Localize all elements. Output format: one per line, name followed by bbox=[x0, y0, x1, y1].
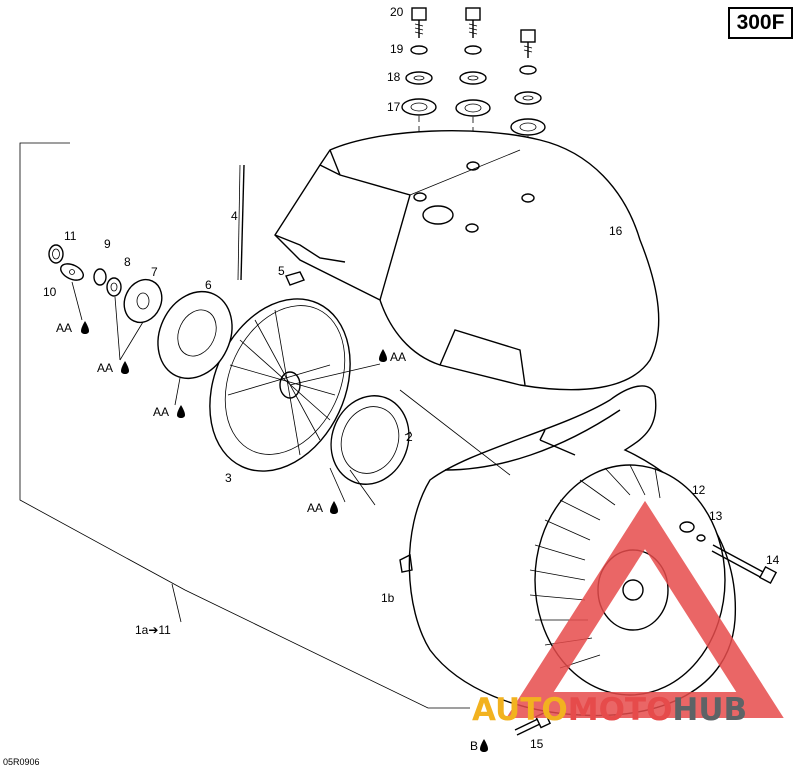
top-cover bbox=[274, 130, 660, 391]
washer-13 bbox=[696, 534, 706, 542]
callout-18: 18 bbox=[387, 70, 401, 84]
oil-drop-icon bbox=[177, 405, 185, 418]
callout-8: 8 bbox=[124, 255, 131, 269]
lube-note-10: AA bbox=[56, 321, 72, 335]
lubricant-notes: AA AA AA AA AA B bbox=[56, 321, 488, 753]
lube-note-3: AA bbox=[390, 350, 406, 364]
oil-drop-icon bbox=[81, 321, 89, 334]
leader-lines bbox=[71, 281, 381, 506]
washer-9 bbox=[93, 268, 107, 286]
callout-16: 16 bbox=[609, 224, 623, 238]
callout-19: 19 bbox=[390, 42, 404, 56]
watermark-part-moto: MOTO bbox=[567, 692, 673, 728]
oil-drop-icon bbox=[480, 739, 488, 752]
lube-note-2: AA bbox=[307, 501, 323, 515]
guide-line bbox=[399, 389, 511, 476]
watermark-part-hub: HUB bbox=[672, 692, 748, 728]
callout-17: 17 bbox=[387, 100, 401, 114]
circlip-11 bbox=[48, 244, 64, 264]
watermark-triangle-logo bbox=[506, 500, 784, 718]
pawl bbox=[285, 271, 305, 286]
assembly-bracket bbox=[19, 142, 470, 709]
model-badge: 300F bbox=[728, 7, 793, 39]
lube-note-15: B bbox=[470, 739, 478, 753]
callout-labels: 20 19 18 17 16 11 9 8 7 6 5 4 10 3 2 1b … bbox=[43, 5, 780, 751]
bolt-stack-right bbox=[510, 29, 546, 195]
washer-12 bbox=[679, 521, 695, 533]
oil-drop-icon bbox=[330, 501, 338, 514]
bolt-stack-middle bbox=[455, 7, 491, 230]
callout-10: 10 bbox=[43, 285, 57, 299]
cooling-fins bbox=[529, 464, 661, 669]
callout-1a: 1a➔11 bbox=[135, 623, 171, 637]
rope-pulley bbox=[209, 298, 351, 472]
callout-7: 7 bbox=[151, 265, 158, 279]
callout-20: 20 bbox=[390, 5, 404, 19]
callout-5: 5 bbox=[278, 264, 285, 278]
bolt-14 bbox=[711, 544, 778, 585]
fan-housing bbox=[399, 385, 737, 717]
washer-7 bbox=[123, 278, 163, 324]
callout-9: 9 bbox=[104, 237, 111, 251]
watermark-part-auto: AUTO bbox=[472, 692, 568, 728]
lube-note-7: AA bbox=[97, 361, 113, 375]
spring-cup bbox=[330, 395, 412, 485]
watermark-text: AUTOMOTOHUB bbox=[472, 692, 747, 728]
callout-6: 6 bbox=[205, 278, 212, 292]
callout-1b: 1b bbox=[381, 591, 395, 605]
callout-15: 15 bbox=[530, 737, 544, 751]
lube-note-6: AA bbox=[153, 405, 169, 419]
oil-drop-icon bbox=[379, 349, 387, 362]
retainer-10 bbox=[60, 263, 84, 281]
bushing-8 bbox=[106, 277, 122, 297]
rope-guide-rod bbox=[237, 164, 245, 281]
callout-13: 13 bbox=[709, 509, 723, 523]
callout-12: 12 bbox=[692, 483, 706, 497]
drawing-code: 05R0906 bbox=[3, 757, 40, 767]
callout-11: 11 bbox=[64, 229, 77, 243]
bolt-stack-left bbox=[401, 7, 437, 200]
callout-2: 2 bbox=[406, 430, 413, 444]
callout-14: 14 bbox=[766, 553, 780, 567]
callout-3: 3 bbox=[225, 471, 232, 485]
starter-cup bbox=[157, 290, 233, 380]
callout-4: 4 bbox=[231, 209, 238, 223]
oil-drop-icon bbox=[121, 361, 129, 374]
